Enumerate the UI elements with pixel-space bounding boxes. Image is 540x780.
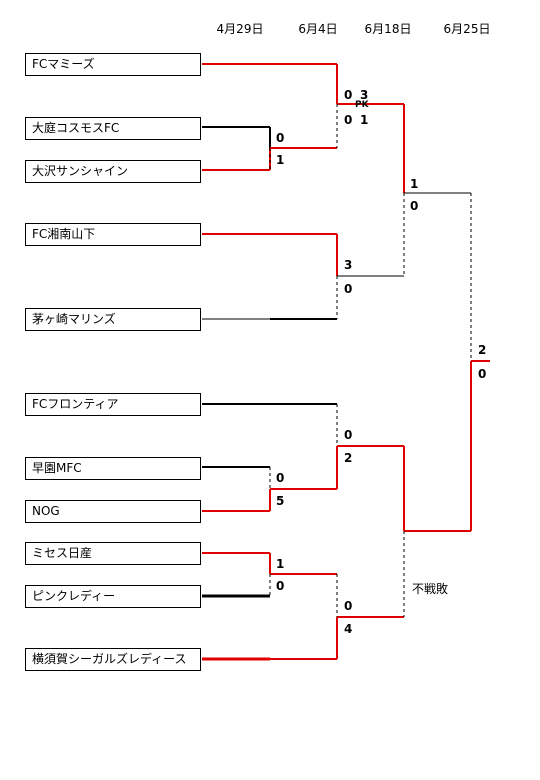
date-round-4: 6月25日 [443, 22, 491, 36]
date-round-2: 6月4日 [298, 22, 338, 36]
score: 1 [276, 153, 285, 167]
score: 2 [478, 343, 487, 357]
team-box: 大沢サンシャイン [25, 160, 201, 183]
team-box: 早園MFC [25, 457, 201, 480]
team-box: 大庭コスモスFC [25, 117, 201, 140]
score: 0 [478, 367, 487, 381]
score: 1 [410, 177, 419, 191]
score: 0 [344, 282, 353, 296]
score: 3 [344, 258, 353, 272]
team-box: FCフロンティア [25, 393, 201, 416]
team-box: FCマミーズ [25, 53, 201, 76]
score: 5 [276, 494, 285, 508]
score: 3 [360, 88, 369, 102]
team-box: 横須賀シーガルズレディース [25, 648, 201, 671]
score: 2 [344, 451, 353, 465]
score: 0 [410, 199, 419, 213]
score: 0 [344, 88, 353, 102]
score: 0 [276, 131, 285, 145]
score: 1 [360, 113, 369, 127]
team-box: ピンクレディー [25, 585, 201, 608]
forfeit-note: 不戦敗 [412, 582, 449, 596]
team-box: 茅ヶ崎マリンズ [25, 308, 201, 331]
pk-label: PK [355, 100, 369, 110]
score: 4 [344, 622, 353, 636]
score: 0 [344, 599, 353, 613]
score: 0 [276, 471, 285, 485]
team-box: NOG [25, 500, 201, 523]
score: 0 [344, 113, 353, 127]
team-box: ミセス日産 [25, 542, 201, 565]
team-box: FC湘南山下 [25, 223, 201, 246]
score: 0 [276, 579, 285, 593]
date-round-3: 6月18日 [364, 22, 412, 36]
score: 1 [276, 557, 285, 571]
score: 0 [344, 428, 353, 442]
date-round-1: 4月29日 [216, 22, 264, 36]
